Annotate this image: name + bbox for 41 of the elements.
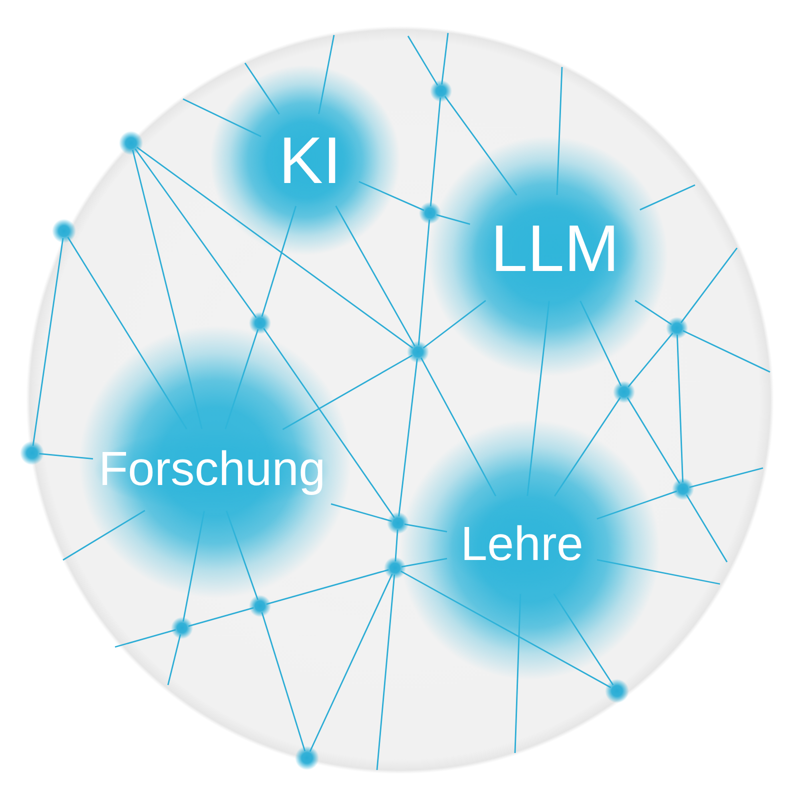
connector-line: [309, 574, 393, 752]
network-dot: [171, 617, 193, 639]
connector-line: [430, 98, 442, 206]
connector-line: [114, 629, 176, 648]
connector-line: [626, 397, 680, 484]
connector-line: [394, 530, 398, 562]
connector-line: [134, 148, 257, 318]
network-dot: [672, 478, 694, 500]
topic-label: LLM: [490, 212, 620, 284]
connector-line: [261, 612, 306, 752]
connector-line: [376, 574, 396, 770]
connector-line: [689, 467, 764, 488]
network-dot: [295, 746, 319, 770]
connector-line: [188, 607, 254, 627]
network-dot: [613, 381, 635, 403]
network-dot: [119, 131, 143, 155]
network-dot: [387, 512, 409, 534]
connector-line: [628, 332, 674, 388]
connector-line: [680, 248, 738, 324]
connector-line: [441, 32, 449, 84]
network-dot: [407, 341, 429, 363]
connector-line: [418, 220, 430, 346]
connector-line: [398, 358, 418, 516]
connector-line: [407, 36, 438, 86]
network-dot: [384, 557, 406, 579]
network-dot: [20, 441, 44, 465]
network-dot: [419, 202, 441, 224]
connector-line: [686, 494, 728, 562]
network-dot: [666, 317, 688, 339]
connector-line: [32, 238, 64, 446]
connector-line: [266, 569, 389, 605]
network-dot: [52, 219, 76, 243]
connector-line: [676, 334, 684, 482]
topic-label: KI: [278, 124, 342, 196]
network-dot: [605, 679, 629, 703]
topic-label: Lehre: [460, 518, 584, 572]
connector-line: [682, 330, 770, 373]
network-dot: [249, 595, 271, 617]
connector-line: [167, 634, 182, 686]
network-dot: [249, 312, 271, 334]
network-dot: [430, 80, 452, 102]
